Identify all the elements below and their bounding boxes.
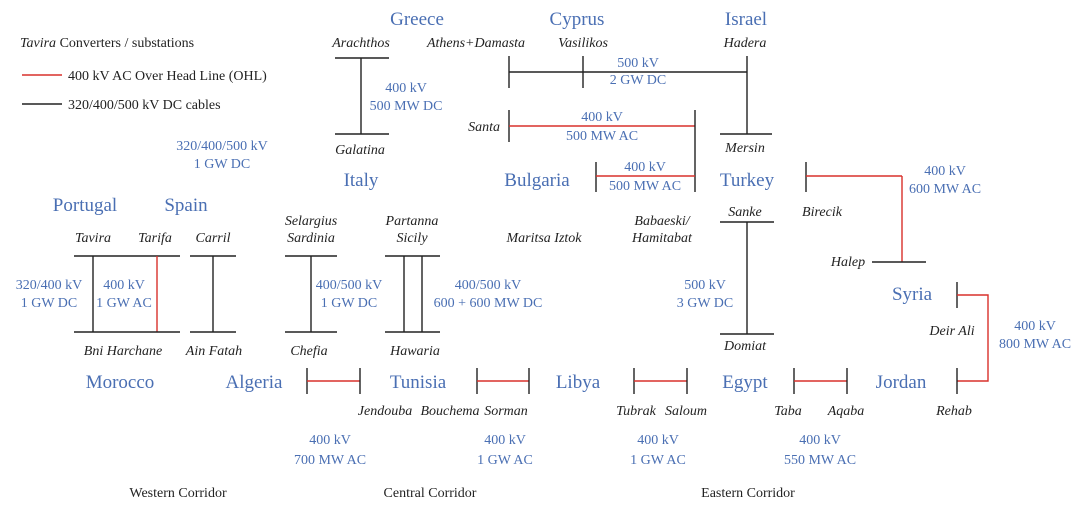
corridor-western: Western Corridor [129,486,227,501]
spec-portugal-morocco-capacity: 1 GW DC [21,296,78,311]
country-italy: Italy [344,170,379,191]
country-greece: Greece [390,9,444,30]
station-bouchema: Bouchema [420,404,479,419]
station-chefia: Chefia [290,344,327,359]
station-tavira: Tavira [75,231,111,246]
country-turkey: Turkey [720,170,775,191]
station-sanke: Sanke [728,205,761,220]
spec-spain-morocco-capacity: 1 GW AC [96,296,152,311]
station-carril: Carril [195,231,230,246]
spec-santa-capacity: 500 MW AC [566,129,638,144]
station-jendouba: Jendouba [358,404,412,419]
legend-title-italic: Tavira [20,36,56,51]
station-sicily: Sicily [396,231,428,246]
station-tarifa: Tarifa [138,231,172,246]
station-santa: Santa [468,120,500,135]
station-selargius: Selargius [285,214,338,229]
spec-greece-italy-capacity: 500 MW DC [370,99,443,114]
station-maritsa-iztok: Maritsa Iztok [505,231,582,246]
spec-algeria-tunisia-voltage: 400 kV [309,433,351,448]
spec-sardinia-algeria-voltage: 400/500 kV [316,278,383,293]
spec-italy-general-capacity: 1 GW DC [194,157,251,172]
station-babaeski: Babaeski/ [634,214,690,229]
country-israel: Israel [725,9,767,30]
station-bni-harchane: Bni Harchane [84,344,162,359]
country-bulgaria: Bulgaria [504,170,570,191]
country-algeria: Algeria [226,372,284,393]
spec-turkey-egypt-capacity: 3 GW DC [677,296,734,311]
legend: Tavira Converters / substations 400 kV A… [20,36,267,113]
corridor-central: Central Corridor [384,486,477,501]
spec-santa-voltage: 400 kV [581,110,623,125]
spec-spain-morocco-voltage: 400 kV [103,278,145,293]
spec-egypt-jordan-capacity: 550 MW AC [784,453,856,468]
spec-syria-jordan-capacity: 800 MW AC [999,337,1071,352]
station-arachthos: Arachthos [331,36,390,51]
legend-dc-label: 320/400/500 kV DC cables [68,98,221,113]
country-cyprus: Cyprus [550,9,605,30]
station-athens-damasta: Athens+Damasta [426,36,525,51]
station-domiat: Domiat [723,339,767,354]
station-halep: Halep [830,255,865,270]
spec-sicily-tunisia-voltage: 400/500 kV [455,278,522,293]
legend-ac-label: 400 kV AC Over Head Line (OHL) [68,69,267,84]
station-vasilikos: Vasilikos [558,36,608,51]
station-hamitabat: Hamitabat [631,231,693,246]
station-ain-fatah: Ain Fatah [185,344,242,359]
country-tunisia: Tunisia [390,372,447,393]
station-saloum: Saloum [665,404,707,419]
link-specs: 400 kV 500 MW DC 500 kV 2 GW DC 400 kV 5… [16,56,1071,468]
spec-italy-general-voltage: 320/400/500 kV [176,139,267,154]
spec-bulgaria-turkey-voltage: 400 kV [624,160,666,175]
spec-turkey-syria-capacity: 600 MW AC [909,182,981,197]
country-libya: Libya [556,372,601,393]
station-partanna: Partanna [385,214,439,229]
station-hawaria: Hawaria [389,344,440,359]
spec-cyprus-israel-capacity: 2 GW DC [610,73,667,88]
legend-title: Tavira Converters / substations [20,36,194,51]
station-sardinia: Sardinia [287,231,335,246]
station-galatina: Galatina [335,143,385,158]
spec-algeria-tunisia-capacity: 700 MW AC [294,453,366,468]
country-labels: Greece Cyprus Israel Italy Bulgaria Turk… [53,9,933,393]
spec-libya-egypt-voltage: 400 kV [637,433,679,448]
corridor-labels: Western Corridor Central Corridor Easter… [129,486,795,501]
spec-libya-egypt-capacity: 1 GW AC [630,453,686,468]
country-egypt: Egypt [722,372,768,393]
station-tubrak: Tubrak [616,404,656,419]
spec-egypt-jordan-voltage: 400 kV [799,433,841,448]
legend-title-rest: Converters / substations [56,36,194,51]
spec-cyprus-israel-voltage: 500 kV [617,56,659,71]
station-hadera: Hadera [723,36,767,51]
spec-syria-jordan-voltage: 400 kV [1014,319,1056,334]
spec-turkey-egypt-voltage: 500 kV [684,278,726,293]
spec-turkey-syria-voltage: 400 kV [924,164,966,179]
spec-sicily-tunisia-capacity: 600 + 600 MW DC [434,296,543,311]
country-portugal: Portugal [53,195,117,216]
station-birecik: Birecik [802,205,843,220]
spec-tunisia-libya-capacity: 1 GW AC [477,453,533,468]
country-syria: Syria [892,284,933,305]
station-deir-ali: Deir Ali [928,324,974,339]
spec-tunisia-libya-voltage: 400 kV [484,433,526,448]
spec-sardinia-algeria-capacity: 1 GW DC [321,296,378,311]
country-jordan: Jordan [876,372,927,393]
country-spain: Spain [164,195,208,216]
station-mersin: Mersin [724,141,765,156]
station-rehab: Rehab [935,404,972,419]
station-labels: Arachthos Athens+Damasta Vasilikos Hader… [75,36,975,419]
station-taba: Taba [774,404,802,419]
corridor-eastern: Eastern Corridor [701,486,795,501]
spec-portugal-morocco-voltage: 320/400 kV [16,278,83,293]
station-aqaba: Aqaba [827,404,865,419]
spec-greece-italy-voltage: 400 kV [385,81,427,96]
country-morocco: Morocco [86,372,155,393]
station-sorman: Sorman [484,404,528,419]
connections [74,56,989,394]
spec-bulgaria-turkey-capacity: 500 MW AC [609,179,681,194]
syria-jordan-ac-line [957,294,989,382]
